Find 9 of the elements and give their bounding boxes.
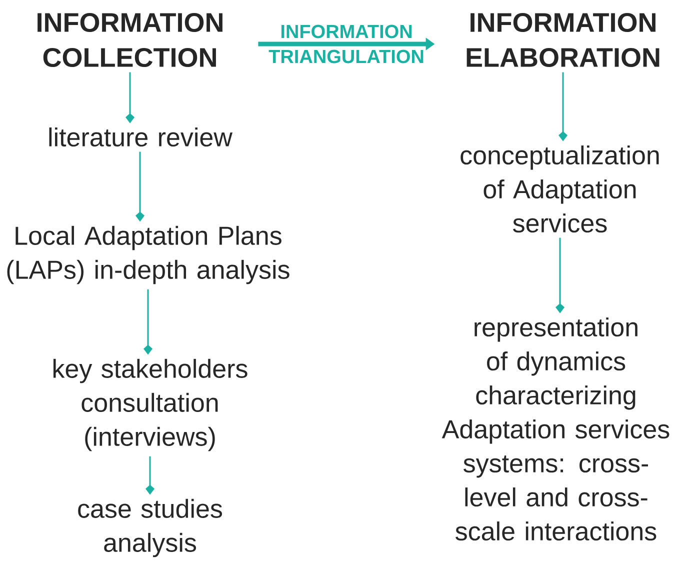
step-text: Local Adaptation Plans (LAPs) in-depth analysis <box>7 226 290 284</box>
edge-label: INFORMATION TRIANGULATION <box>268 24 424 64</box>
step-text: representation of dynamics characterizing Adaptation services systems: cross-level and cross-scale interactions <box>442 317 670 541</box>
step-text: key stakeholders consultation (interviews) <box>53 358 248 452</box>
heading: INFORMATION ELABORATION <box>466 12 660 68</box>
heading: INFORMATION COLLECTION <box>38 12 222 68</box>
step-text: conceptualization of Adaptation services <box>460 145 659 233</box>
step-text: literature review <box>49 127 232 147</box>
step-text: case studies analysis <box>78 498 222 558</box>
